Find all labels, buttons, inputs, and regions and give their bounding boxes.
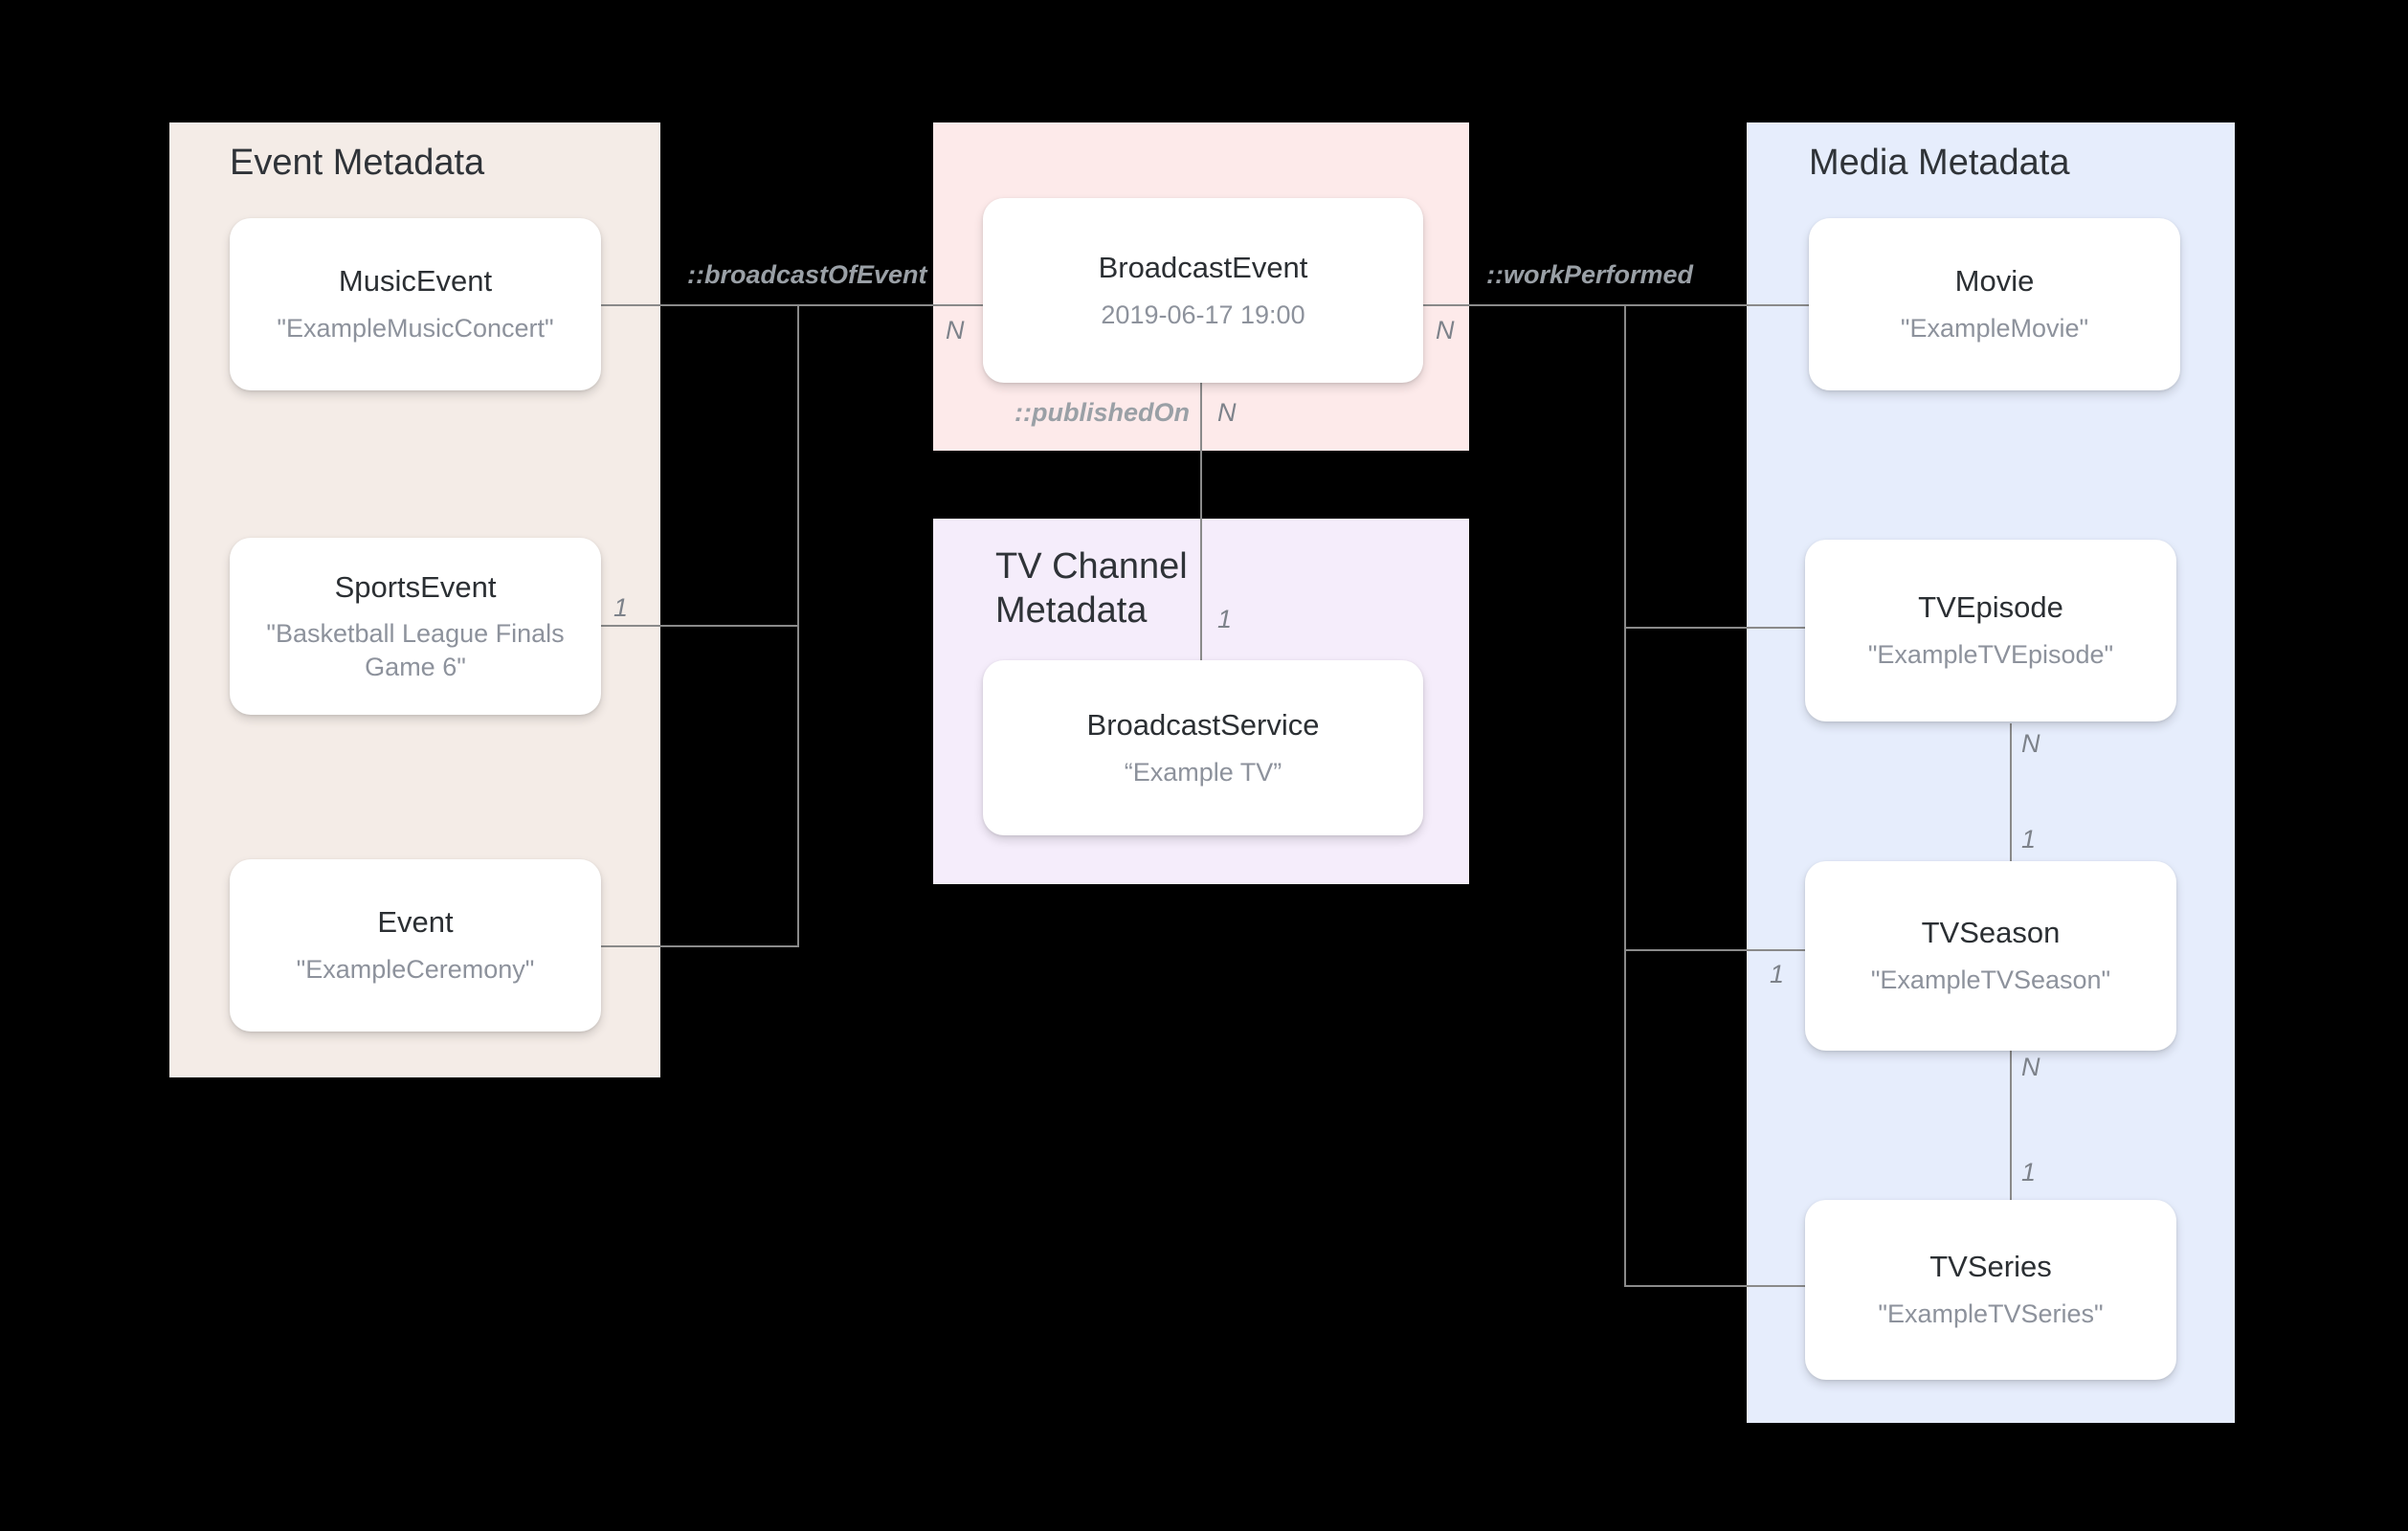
entity-value-event: "ExampleCeremony" xyxy=(296,955,535,985)
entity-type-tv-series: TVSeries xyxy=(1929,1250,2052,1284)
connector-event-stub xyxy=(599,945,798,947)
entity-value-sports-event: "Basketball League Finals Game 6" xyxy=(266,619,565,681)
cardinality-sports-event: 1 xyxy=(613,593,629,622)
entity-type-tv-season: TVSeason xyxy=(1921,916,2061,950)
relation-label-broadcast-of-event: ::broadcastOfEvent xyxy=(687,260,927,289)
group-title-event-metadata: Event Metadata xyxy=(230,143,485,183)
connector-event-trunk xyxy=(797,304,799,947)
cardinality-tv-episode: N xyxy=(2021,729,2040,758)
entity-card-event[interactable]: Event "ExampleCeremony" xyxy=(230,859,601,1032)
entity-type-event: Event xyxy=(377,905,454,940)
entity-card-movie[interactable]: Movie "ExampleMovie" xyxy=(1809,218,2180,390)
cardinality-tv-season-left: 1 xyxy=(1770,960,1785,988)
entity-value-music-event: "ExampleMusicConcert" xyxy=(277,314,554,344)
cardinality-tv-season-bottom: N xyxy=(2021,1053,2040,1081)
cardinality-broadcast-service: 1 xyxy=(1217,605,1233,633)
entity-card-tv-season[interactable]: TVSeason "ExampleTVSeason" xyxy=(1805,861,2176,1051)
connector-sports-event-stub xyxy=(599,625,798,627)
entity-type-movie: Movie xyxy=(1954,264,2035,299)
entity-value-tv-series: "ExampleTVSeries" xyxy=(1878,1299,2104,1329)
entity-card-tv-series[interactable]: TVSeries "ExampleTVSeries" xyxy=(1805,1200,2176,1380)
entity-card-music-event[interactable]: MusicEvent "ExampleMusicConcert" xyxy=(230,218,601,390)
entity-type-sports-event: SportsEvent xyxy=(334,569,497,604)
entity-type-tv-episode: TVEpisode xyxy=(1918,590,2063,625)
entity-card-broadcast-event[interactable]: BroadcastEvent 2019-06-17 19:00 xyxy=(983,198,1423,383)
connector-tv-series-branch xyxy=(1624,1285,1809,1287)
connector-episode-season xyxy=(2010,723,2012,867)
entity-type-music-event: MusicEvent xyxy=(338,264,493,299)
entity-type-broadcast-event: BroadcastEvent xyxy=(1098,250,1308,284)
cardinality-broadcast-event-right: N xyxy=(1436,316,1455,344)
group-title-media-metadata: Media Metadata xyxy=(1809,143,2070,183)
entity-value-broadcast-event: 2019-06-17 19:00 xyxy=(1101,300,1305,329)
connector-work-performed xyxy=(1416,304,1809,306)
connector-media-trunk xyxy=(1624,304,1626,1286)
entity-value-tv-episode: "ExampleTVEpisode" xyxy=(1867,640,2114,670)
entity-value-broadcast-service: “Example TV” xyxy=(1124,757,1282,787)
entity-card-sports-event[interactable]: SportsEvent "Basketball League Finals Ga… xyxy=(230,538,601,715)
entity-type-broadcast-service: BroadcastService xyxy=(1086,707,1320,742)
connector-season-series xyxy=(2010,1050,2012,1203)
cardinality-tv-season-top: 1 xyxy=(2021,825,2037,854)
entity-value-movie: "ExampleMovie" xyxy=(1900,314,2089,344)
connector-broadcast-of-event xyxy=(660,304,991,306)
entity-card-broadcast-service[interactable]: BroadcastService “Example TV” xyxy=(983,660,1423,835)
cardinality-tv-series: 1 xyxy=(2021,1158,2037,1187)
cardinality-broadcast-event-bottom: N xyxy=(1217,398,1237,427)
entity-card-tv-episode[interactable]: TVEpisode "ExampleTVEpisode" xyxy=(1805,540,2176,721)
connector-tv-episode-branch xyxy=(1624,627,1809,629)
cardinality-broadcast-event-left: N xyxy=(946,316,965,344)
connector-published-on xyxy=(1200,383,1202,660)
connector-tv-season-branch xyxy=(1624,949,1809,951)
relation-label-work-performed: ::workPerformed xyxy=(1486,260,1694,289)
entity-value-tv-season: "ExampleTVSeason" xyxy=(1870,965,2111,995)
relation-label-published-on: ::publishedOn xyxy=(1014,398,1190,427)
group-title-tv-channel-metadata: TV Channel Metadata xyxy=(995,546,1188,631)
